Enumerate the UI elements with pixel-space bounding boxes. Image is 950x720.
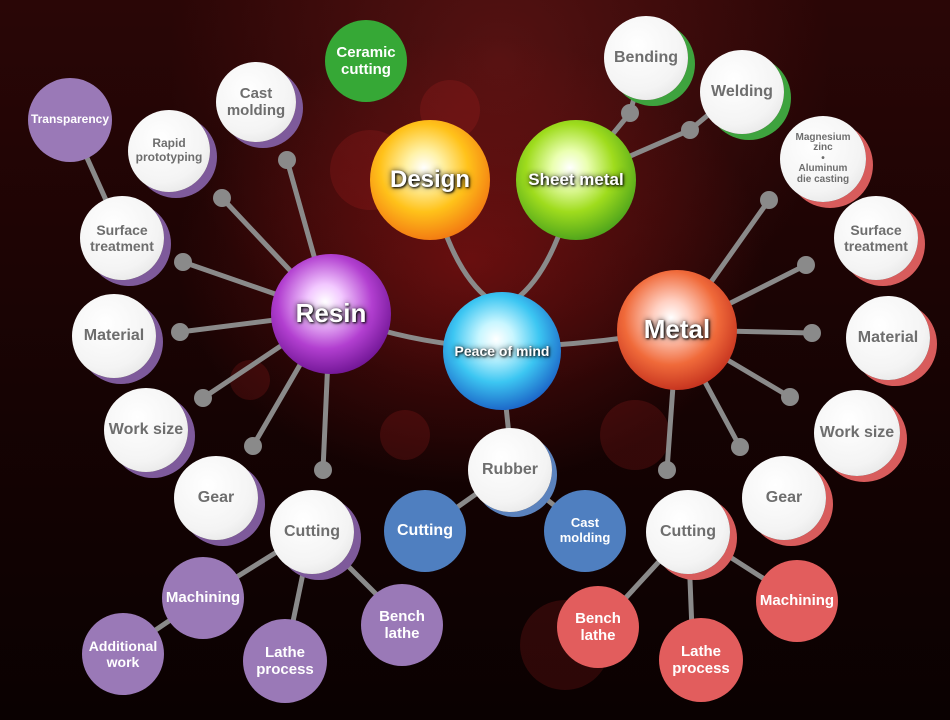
connector-dot xyxy=(174,253,192,271)
node-resin-bench-lathe[interactable]: Bench lathe xyxy=(361,584,443,666)
node-metal-bench-lathe[interactable]: Bench lathe xyxy=(557,586,639,668)
node-metal-cutting[interactable]: Cutting xyxy=(646,490,730,574)
node-resin-surface-treatment[interactable]: Surface treatment xyxy=(80,196,164,280)
node-metal-lathe-process[interactable]: Lathe process xyxy=(659,618,743,702)
node-resin-machining[interactable]: Machining xyxy=(162,557,244,639)
connector-dot xyxy=(797,256,815,274)
node-resin-work-size[interactable]: Work size xyxy=(104,388,188,472)
connector-dot xyxy=(781,388,799,406)
node-metal-material[interactable]: Material xyxy=(846,296,930,380)
connector-dot xyxy=(681,121,699,139)
node-resin-additional-work[interactable]: Additional work xyxy=(82,613,164,695)
connector-dot xyxy=(194,389,212,407)
connector-dot xyxy=(731,438,749,456)
node-metal-die-casting[interactable]: Magnesium zinc • Aluminum die casting xyxy=(780,116,866,202)
connector-dot xyxy=(658,461,676,479)
hub-sheet-metal[interactable]: Sheet metal xyxy=(516,120,636,240)
node-rubber-cutting[interactable]: Cutting xyxy=(384,490,466,572)
node-resin-cutting[interactable]: Cutting xyxy=(270,490,354,574)
connector-dot xyxy=(314,461,332,479)
connector-dot xyxy=(621,104,639,122)
hub-metal[interactable]: Metal xyxy=(617,270,737,390)
connector-dot xyxy=(171,323,189,341)
hub-design[interactable]: Design xyxy=(370,120,490,240)
node-sheet-welding[interactable]: Welding xyxy=(700,50,784,134)
hub-resin[interactable]: Resin xyxy=(271,254,391,374)
node-design-ceramic-cutting[interactable]: Ceramic cutting xyxy=(325,20,407,102)
connector-dot xyxy=(213,189,231,207)
hub-rubber[interactable]: Rubber xyxy=(468,428,552,512)
hub-peace-of-mind[interactable]: Peace of mind xyxy=(443,292,561,410)
connector-dot xyxy=(803,324,821,342)
node-metal-machining[interactable]: Machining xyxy=(756,560,838,642)
node-resin-lathe-process[interactable]: Lathe process xyxy=(243,619,327,703)
node-resin-rapid-prototyping[interactable]: Rapid prototyping xyxy=(128,110,210,192)
node-resin-material[interactable]: Material xyxy=(72,294,156,378)
node-rubber-cast-molding[interactable]: Cast molding xyxy=(544,490,626,572)
bokeh-light xyxy=(600,400,670,470)
connector-dot xyxy=(244,437,262,455)
node-sheet-bending[interactable]: Bending xyxy=(604,16,688,100)
node-resin-transparency[interactable]: Transparency xyxy=(28,78,112,162)
connector-dot xyxy=(760,191,778,209)
connector-dot xyxy=(278,151,296,169)
node-metal-surface-treatment[interactable]: Surface treatment xyxy=(834,196,918,280)
node-metal-gear[interactable]: Gear xyxy=(742,456,826,540)
node-metal-work-size[interactable]: Work size xyxy=(814,390,900,476)
bokeh-light xyxy=(380,410,430,460)
node-resin-gear[interactable]: Gear xyxy=(174,456,258,540)
node-resin-cast-molding[interactable]: Cast molding xyxy=(216,62,296,142)
